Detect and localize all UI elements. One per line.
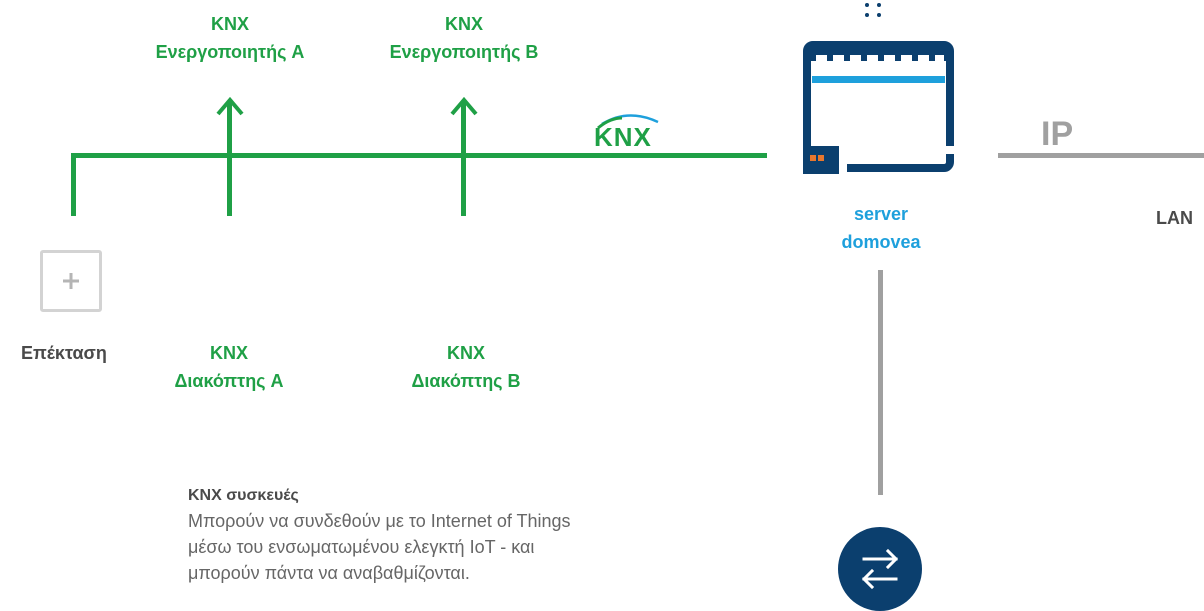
switch-b-line1: KNX bbox=[446, 343, 485, 363]
server-line1: server bbox=[853, 204, 909, 224]
ip-line bbox=[998, 153, 1204, 158]
knx-bus-line bbox=[71, 153, 767, 158]
switch-a-line2: Διακόπτης A bbox=[174, 371, 284, 391]
actuator-a-line2: Ενεργοποιητής A bbox=[155, 42, 305, 62]
info-title: KNX συσκευές bbox=[188, 487, 299, 504]
extension-label: Επέκταση bbox=[21, 343, 107, 363]
bus-drop-a bbox=[227, 102, 232, 216]
info-line-1: Μπορούν να συνδεθούν με το Internet of T… bbox=[188, 511, 571, 531]
server-downlink-line bbox=[878, 270, 883, 495]
actuator-b-arrow-icon bbox=[450, 96, 478, 116]
info-line-2: μέσω του ενσωματωμένου ελεγκτή IoT - και bbox=[188, 537, 535, 557]
plus-icon bbox=[63, 273, 79, 289]
server-label: server domovea bbox=[781, 200, 981, 256]
switch-a-line1: KNX bbox=[209, 343, 248, 363]
info-line-3: μπορούν πάντα να αναβαθμίζονται. bbox=[188, 563, 470, 583]
bus-drop-b bbox=[461, 102, 466, 216]
knx-logo: KNX bbox=[588, 110, 688, 152]
bus-drop-extension bbox=[71, 153, 76, 216]
switch-b-line2: Διακόπτης B bbox=[411, 371, 521, 391]
actuator-a-label: KNX Ενεργοποιητής A bbox=[130, 10, 330, 66]
extension-box[interactable] bbox=[40, 250, 102, 312]
knx-logo-arc-icon bbox=[597, 114, 659, 130]
knx-logo-text: KNX bbox=[594, 122, 652, 152]
actuator-b-line2: Ενεργοποιητής B bbox=[389, 42, 539, 62]
exchange-arrows-icon bbox=[838, 527, 922, 611]
server-device-icon bbox=[803, 3, 954, 174]
info-block: KNX συσκευές Μπορούν να συνδεθούν με το … bbox=[188, 484, 748, 586]
ip-label: IP bbox=[1041, 115, 1074, 153]
switch-a-label: KNX Διακόπτης A bbox=[144, 339, 314, 395]
lan-label: LAN bbox=[1156, 208, 1193, 228]
server-line2: domovea bbox=[841, 232, 921, 252]
actuator-a-line1: KNX bbox=[210, 14, 249, 34]
actuator-b-label: KNX Ενεργοποιητής B bbox=[364, 10, 564, 66]
actuator-b-line1: KNX bbox=[444, 14, 483, 34]
actuator-a-arrow-icon bbox=[216, 96, 244, 116]
switch-b-label: KNX Διακόπτης B bbox=[381, 339, 551, 395]
